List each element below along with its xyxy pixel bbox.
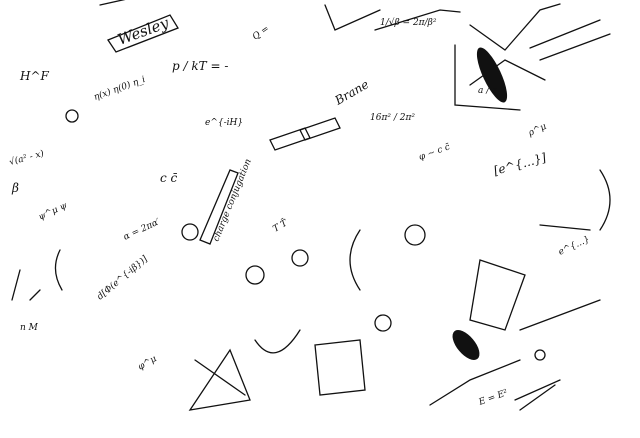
note-text: ρ^μ <box>526 122 548 139</box>
note-text: d[Φ(e^{-iβ})] <box>95 253 150 302</box>
wesley-box <box>107 14 179 53</box>
note-text: e^{…} <box>557 235 591 258</box>
note-text: φ ∼ c c̄ <box>418 142 452 163</box>
note-text: H^F <box>19 69 50 83</box>
note-text: ψ^μ ψ <box>37 200 70 222</box>
note-text: c c̄ <box>160 171 178 185</box>
note-text: p / kT = - <box>172 59 228 73</box>
note-text: Q = <box>251 24 271 42</box>
note-text: e^{-iH} <box>205 118 243 128</box>
note-text: β <box>11 181 19 195</box>
note-text: 1/√β = 2π/β² <box>380 17 437 28</box>
charge-conjugation-box <box>199 169 239 245</box>
note-text: φ^μ <box>137 354 159 373</box>
note-text: η(x) η(0) η_i <box>92 74 147 103</box>
note-text: [e^{…}] <box>492 150 548 178</box>
note-text: Brane <box>332 77 372 108</box>
note-text: Wesley <box>115 14 171 49</box>
note-text: a / z <box>478 86 497 96</box>
note-text: n M <box>20 323 39 333</box>
handwritten-text: Wesley H^F p / kT = - Q = β Brane charge… <box>8 14 592 409</box>
ink-strokes <box>11 0 611 411</box>
note-text: T T̄ <box>271 217 291 235</box>
note-text: √(a² - x) <box>8 148 46 168</box>
note-text: α = 2πα′ <box>122 217 162 243</box>
note-text: 16π² / 2π² <box>370 113 415 123</box>
note-text: E = E² <box>477 388 510 408</box>
